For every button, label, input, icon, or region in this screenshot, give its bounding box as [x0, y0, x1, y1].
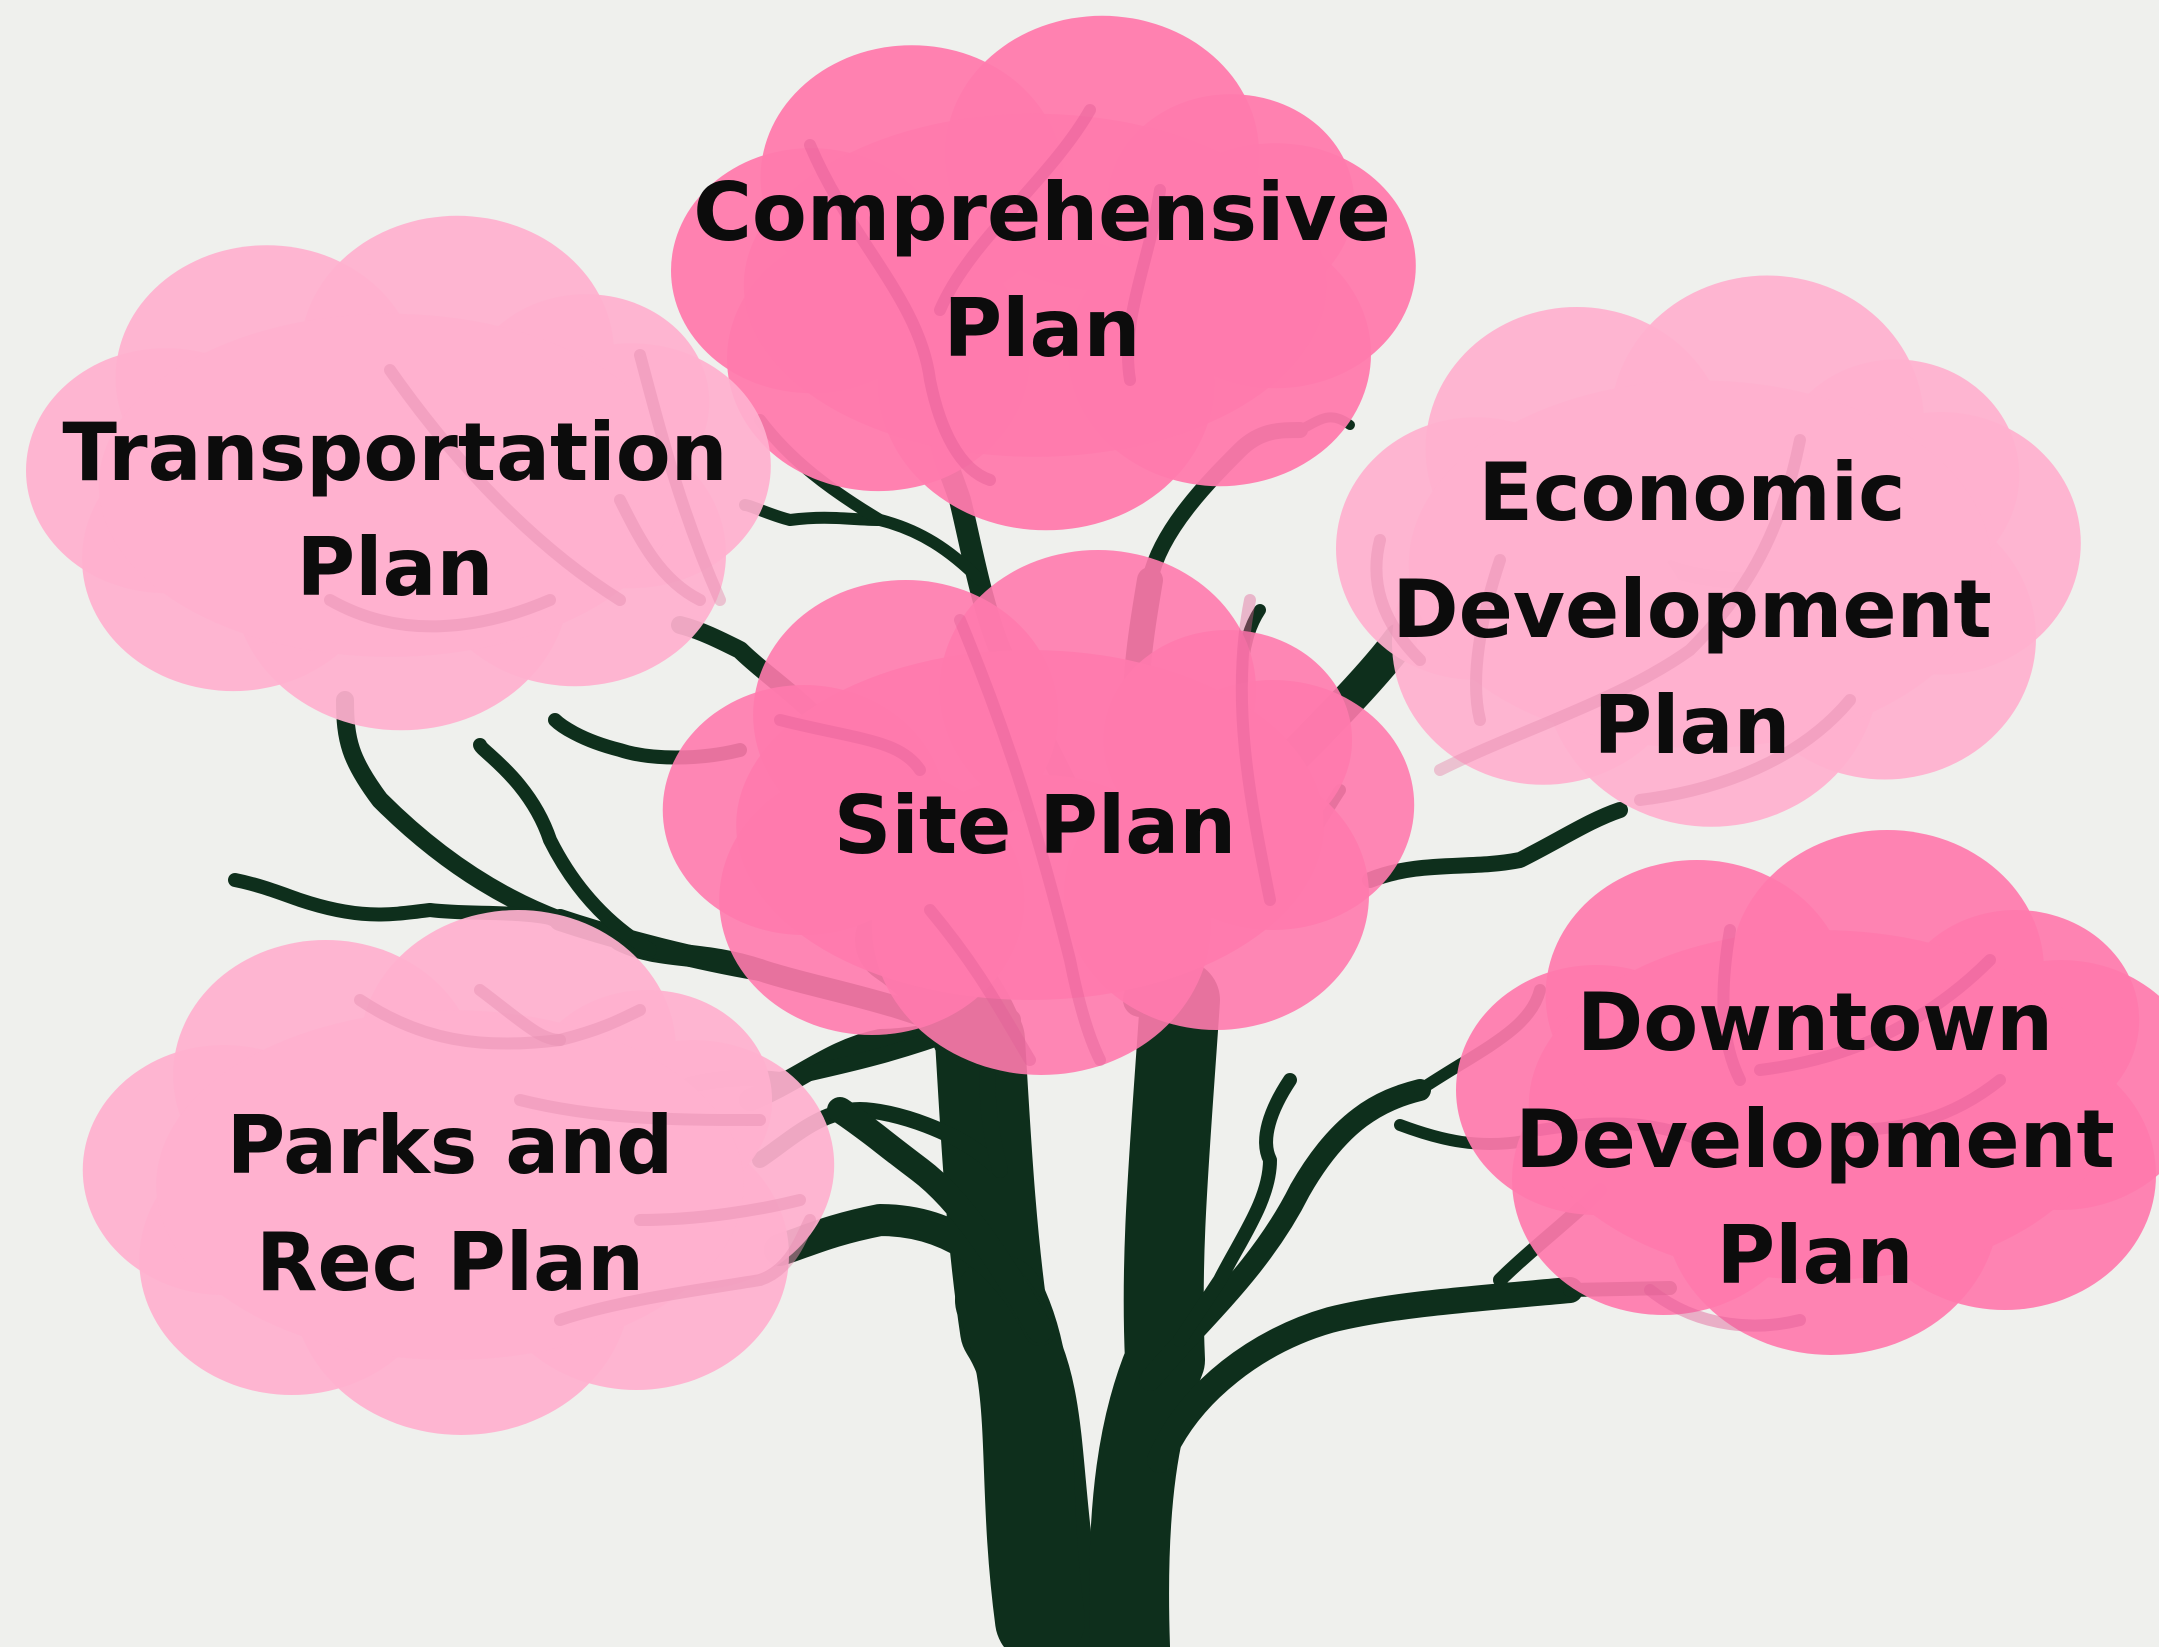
- transportation-plan-line1: Transportation: [62, 406, 727, 499]
- parks-plan-line1: Parks and: [227, 1099, 674, 1192]
- downtown-plan-line3: Plan: [1717, 1209, 1914, 1302]
- economic-plan-line2: Development: [1392, 563, 1992, 656]
- parks-plan-line2: Rec Plan: [256, 1216, 644, 1309]
- economic-plan-line1: Economic: [1478, 446, 1905, 539]
- cloud-transportation: Transportation Plan: [25, 215, 771, 731]
- cloud-parks: Parks and Rec Plan: [82, 910, 835, 1435]
- transportation-plan-line2: Plan: [297, 521, 494, 614]
- cloud-economic: Economic Development Plan: [1336, 275, 2081, 827]
- downtown-plan-line2: Development: [1515, 1093, 2115, 1186]
- downtown-plan-line1: Downtown: [1577, 976, 2053, 1069]
- cloud-comprehensive: Comprehensive Plan: [671, 15, 1416, 531]
- comprehensive-plan-line2: Plan: [944, 282, 1141, 375]
- cloud-site: Site Plan: [662, 550, 1415, 1075]
- cloud-downtown: Downtown Development Plan: [1456, 830, 2159, 1355]
- comprehensive-plan-line1: Comprehensive: [693, 166, 1391, 259]
- economic-plan-line3: Plan: [1594, 679, 1791, 772]
- site-plan-label: Site Plan: [834, 779, 1236, 872]
